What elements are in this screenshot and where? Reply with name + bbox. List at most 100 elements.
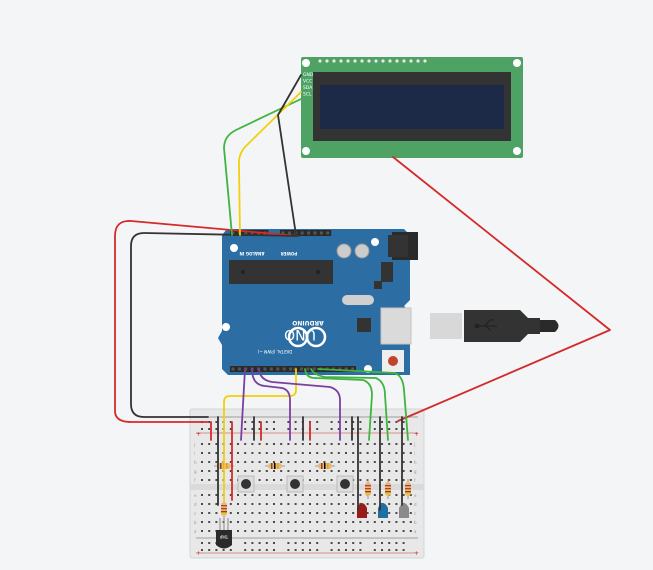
rail-hole: [388, 549, 391, 551]
row-label-b: b: [414, 520, 417, 525]
rail-hole: [265, 549, 268, 551]
push-button-cap[interactable]: [241, 479, 251, 489]
terminal-hole: [352, 452, 355, 454]
terminal-hole: [323, 530, 326, 532]
terminal-hole: [294, 461, 297, 463]
terminal-hole: [381, 530, 383, 532]
green-wire-d10[interactable]: [304, 368, 373, 441]
terminal-hole: [345, 530, 347, 532]
terminal-hole: [201, 452, 203, 454]
terminal-hole: [366, 512, 369, 514]
terminal-hole: [345, 512, 347, 514]
terminal-hole: [244, 512, 247, 514]
terminal-hole: [330, 443, 333, 445]
push-button-cap[interactable]: [340, 479, 350, 489]
terminal-hole: [215, 521, 218, 523]
red-wire-lcd-vcc[interactable]: [392, 156, 611, 422]
terminal-hole: [201, 530, 203, 532]
black-wire-lcd-gnd[interactable]: [277, 74, 302, 236]
rail-hole: [229, 428, 232, 430]
yellow-wire-sda[interactable]: [237, 91, 302, 236]
analog-header-pin: [231, 231, 235, 235]
terminal-hole: [258, 494, 261, 496]
terminal-hole: [273, 521, 275, 523]
rail-hole: [359, 542, 362, 544]
terminal-hole: [366, 503, 369, 505]
rail-hole: [287, 421, 290, 423]
lcd-screen: [320, 85, 504, 129]
purple-wire-d4[interactable]: [258, 368, 341, 441]
terminal-hole: [201, 470, 203, 472]
terminal-hole: [373, 494, 376, 496]
usb-plug-body: [464, 310, 540, 342]
green-wire-scl[interactable]: [223, 98, 302, 236]
wires[interactable]: [114, 74, 611, 511]
rail-hole: [251, 421, 254, 423]
terminal-hole: [251, 494, 254, 496]
resistor-band: [365, 491, 371, 493]
red-wire-5v-loop[interactable]: [114, 220, 299, 423]
terminal-hole: [316, 452, 319, 454]
rail-hole: [287, 549, 290, 551]
terminal-hole: [323, 512, 326, 514]
rail-hole: [402, 421, 405, 423]
terminal-hole: [251, 530, 254, 532]
resistor: [385, 479, 391, 499]
sensor-label: TMP: [219, 534, 229, 539]
lcd-header-pin: [353, 59, 357, 63]
green-wire-d11[interactable]: [310, 368, 389, 441]
terminal-hole: [229, 452, 232, 454]
terminal-hole: [330, 461, 333, 463]
purple-wire-d3[interactable]: [251, 368, 291, 441]
purple-wire-d2[interactable]: [240, 368, 246, 441]
resistor-band: [365, 485, 371, 487]
terminal-hole: [208, 521, 211, 523]
digital-header-low-pin: [269, 367, 273, 371]
reset-button[interactable]: [388, 356, 398, 366]
green-wire-d12[interactable]: [317, 368, 409, 441]
terminal-hole: [201, 512, 203, 514]
push-button-cap[interactable]: [290, 479, 300, 489]
terminal-hole: [215, 461, 218, 463]
black-wire-gnd-loop[interactable]: [130, 232, 299, 418]
sensor-label-group: TMP: [219, 534, 229, 539]
row-label-e: e: [414, 493, 417, 498]
row-label-b: b: [194, 520, 197, 525]
terminal-hole: [337, 461, 340, 463]
terminal-hole: [251, 512, 254, 514]
row-label-c: c: [414, 511, 416, 516]
terminal-hole: [345, 521, 347, 523]
rail-hole: [244, 421, 247, 423]
rail-hole: [352, 549, 355, 551]
lcd-header-pin: [409, 59, 413, 63]
rail-hole: [316, 542, 319, 544]
resistor: [315, 463, 335, 469]
terminal-hole: [330, 470, 333, 472]
terminal-hole: [273, 494, 275, 496]
resistor-band: [221, 513, 227, 515]
terminal-hole: [309, 494, 311, 496]
terminal-hole: [366, 443, 369, 445]
terminal-hole: [301, 470, 304, 472]
terminal-hole: [237, 521, 239, 523]
terminal-hole: [330, 503, 333, 505]
usb-cable[interactable]: [430, 310, 559, 342]
terminal-hole: [366, 470, 369, 472]
terminal-hole: [330, 452, 333, 454]
terminal-hole: [301, 503, 304, 505]
arduino-uno[interactable]: UNO ARDUINO ANALOG IN POWER DIGITAL (PWM…: [218, 229, 418, 375]
rail-hole: [337, 542, 340, 544]
lcd-header-pin: [423, 59, 427, 63]
terminal-hole: [388, 521, 391, 523]
terminal-hole: [345, 470, 347, 472]
rail-hole: [222, 549, 225, 551]
yellow-wire-d8[interactable]: [223, 368, 297, 501]
terminal-hole: [359, 494, 362, 496]
resistor-band: [385, 488, 391, 490]
terminal-hole: [258, 521, 261, 523]
arduino-brand-label: ARDUINO: [292, 319, 323, 326]
rail-hole: [402, 428, 405, 430]
rail-hole: [208, 421, 211, 423]
